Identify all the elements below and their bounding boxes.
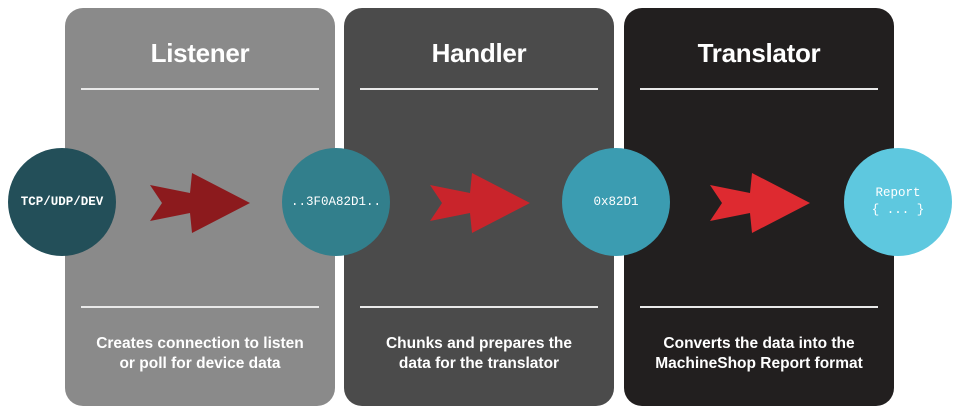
- raw-data-node: ..3F0A82D1..: [282, 148, 390, 256]
- handler-description-divider: [360, 306, 598, 308]
- handler-title: Handler: [431, 38, 527, 68]
- handler-description: Chunks and prepares the data for the tra…: [385, 335, 573, 372]
- listener-description-divider: [81, 306, 319, 308]
- listener-title: Listener: [150, 38, 250, 68]
- translator-description-divider: [640, 306, 878, 308]
- chunk-node: 0x82D1: [562, 148, 670, 256]
- arrow-right-icon: [710, 173, 810, 233]
- handler-title-divider: [360, 88, 598, 90]
- translator-title: Translator: [697, 38, 821, 68]
- device-source-node: TCP/UDP/DEV: [8, 148, 116, 256]
- listener-description: Creates connection to listen or poll for…: [96, 335, 304, 372]
- translator-description: Converts the data into the MachineShop R…: [655, 335, 863, 372]
- arrow-3-shape: [710, 173, 810, 233]
- arrow-1-shape: [150, 173, 250, 233]
- translator-title-divider: [640, 88, 878, 90]
- listener-title-divider: [81, 88, 319, 90]
- arrow-right-icon: [430, 173, 530, 233]
- report-node: Report { ... }: [844, 148, 952, 256]
- arrow-right-icon: [150, 173, 250, 233]
- arrow-2-shape: [430, 173, 530, 233]
